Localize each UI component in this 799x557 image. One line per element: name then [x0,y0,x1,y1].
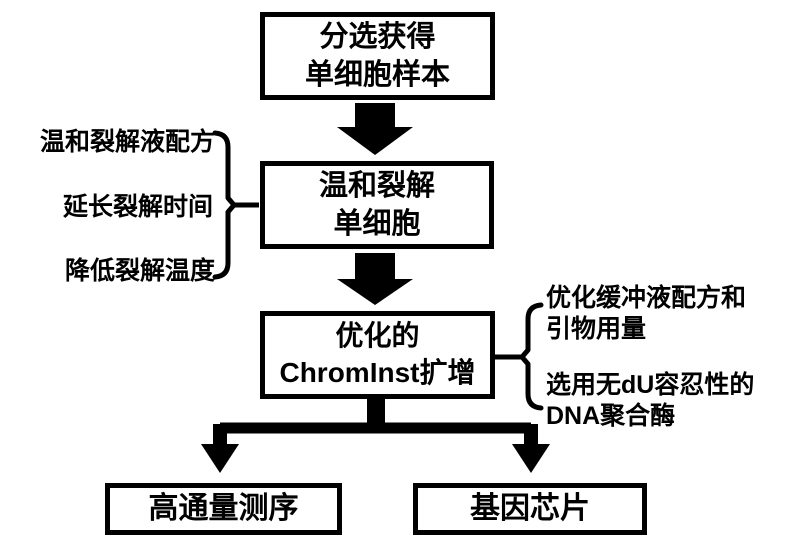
node-sort-single-cell: 分选获得 单细胞样本 [260,12,495,100]
annotation-line: 引物用量 [546,314,647,343]
annotation-line: 优化缓冲液配方和 [546,284,747,312]
arrow-down-icon [337,103,413,155]
right-brace [519,302,544,411]
node-label: 单细胞样本 [304,59,450,91]
node-label: 高通量测序 [148,492,299,525]
node-label: 分选获得 [319,20,436,53]
arrowhead-down-icon [512,444,550,473]
node-label: 单细胞 [333,208,421,240]
left-brace [212,130,237,280]
node-chrominst-amplification: 优化的 ChromInst扩增 [260,311,495,399]
node-label: 优化的 [335,320,420,352]
annotation-du-intolerant-polymerase: 选用无dU容忍性的 DNA聚合酶 [546,370,754,431]
arrowhead-down-icon [201,444,239,473]
annotation-lysis-buffer-formula: 温和裂解液配方 [39,128,215,156]
node-gentle-lysis: 温和裂解 单细胞 [260,161,494,249]
annotation-line: DNA聚合酶 [546,401,676,430]
node-label: 基因芯片 [470,492,590,525]
annotation-line: 选用无dU容忍性的 [546,371,755,399]
annotation-optimize-buffer-primer: 优化缓冲液配方和 引物用量 [546,283,746,344]
annotation-extend-lysis-time: 延长裂解时间 [62,193,213,221]
node-label: 温和裂解 [318,169,435,202]
node-label: ChromInst扩增 [279,357,476,388]
node-gene-microarray: 基因芯片 [413,483,647,535]
arrow-down-icon [337,253,413,305]
node-high-throughput-sequencing: 高通量测序 [105,483,342,535]
annotation-lower-lysis-temperature: 降低裂解温度 [64,257,215,285]
branch-stub [367,398,385,427]
